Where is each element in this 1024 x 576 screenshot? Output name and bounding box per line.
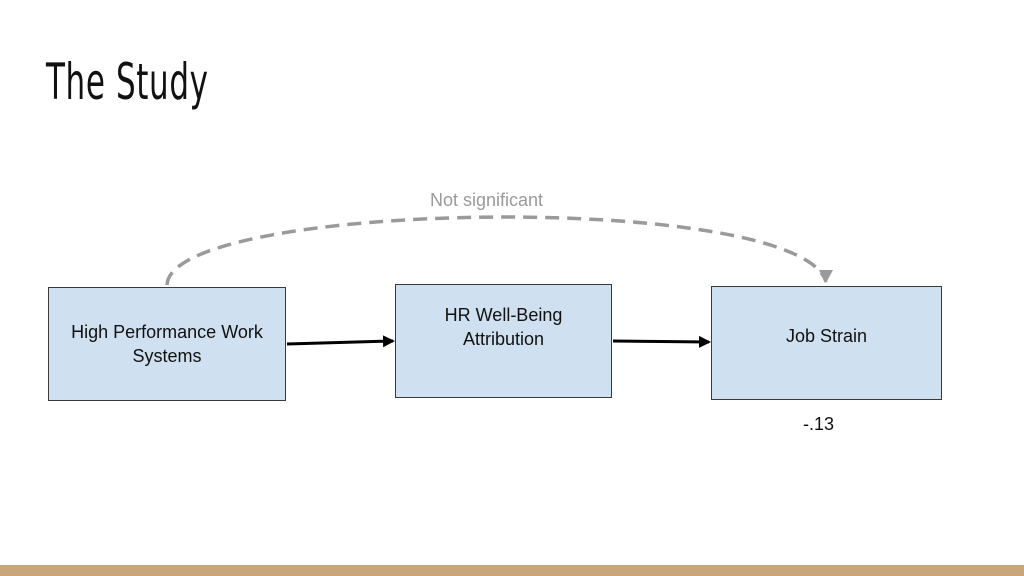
node-job-strain: Job Strain	[711, 286, 942, 400]
node-hr-well-being-attribution: HR Well-Being Attribution	[395, 284, 612, 398]
dashed-direct-arrow	[165, 215, 833, 286]
node-label-job-strain: Job Strain	[785, 326, 868, 346]
not-significant-label: Not significant	[430, 190, 544, 210]
node-high-performance-work-systems: High Performance Work Systems	[48, 287, 286, 401]
coefficient-label: -.13	[803, 414, 835, 434]
page-title: The Study	[46, 53, 209, 111]
node-label-hpws: High Performance Work Systems	[71, 322, 263, 366]
arrow-hrwb-to-strain	[612, 335, 711, 348]
node-label-hr-wellbeing: HR Well-Being Attribution	[444, 305, 563, 349]
footer-accent-bar	[0, 565, 1024, 576]
arrow-hpws-to-hrwb	[286, 335, 395, 348]
